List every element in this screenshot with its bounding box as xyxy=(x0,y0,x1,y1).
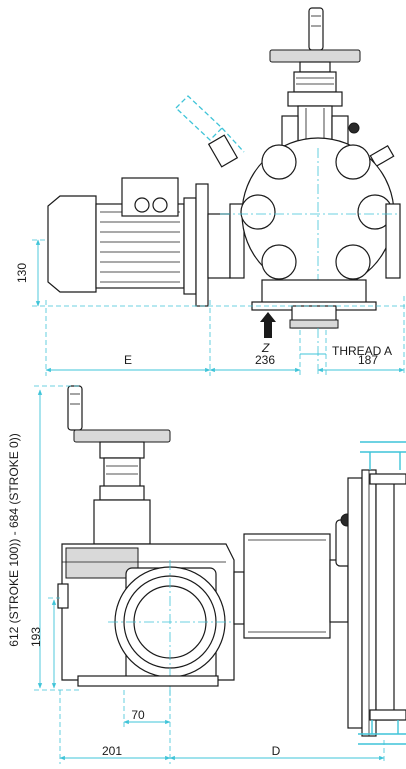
dim-236-label: 236 xyxy=(255,353,275,367)
pipe-connection-cyan xyxy=(358,441,406,745)
pump-head-front xyxy=(233,469,406,737)
motor-body xyxy=(47,177,231,307)
front-view: 612 (STROKE 100)) - 684 (STROKE 0)) 193 … xyxy=(7,385,406,764)
top-view: Z 130 E 236 THREAD A 187 xyxy=(15,7,406,376)
dim-193-label: 193 xyxy=(29,627,43,647)
lever-arm xyxy=(207,134,239,168)
dim-130-label: 130 xyxy=(15,263,29,283)
pump-housing xyxy=(220,137,401,291)
view-z-label: Z xyxy=(261,341,270,355)
view-z-arrow: Z xyxy=(260,312,276,355)
front-dimensions xyxy=(34,385,385,764)
handwheel-top xyxy=(269,7,361,155)
dim-stroke-label: 612 (STROKE 100)) - 684 (STROKE 0)) xyxy=(7,433,21,646)
thread-a-label: THREAD A xyxy=(332,344,392,358)
dim-201-label: 201 xyxy=(102,744,122,758)
top-dimensions xyxy=(32,239,406,376)
side-knob xyxy=(369,144,395,168)
dim-e-label: E xyxy=(124,353,132,367)
gear-housing xyxy=(57,543,235,704)
lever-outline-dashed xyxy=(175,95,245,153)
dim-d-label: D xyxy=(272,744,281,758)
handwheel-front xyxy=(67,385,171,545)
dim-70-label: 70 xyxy=(131,708,145,722)
dim-187-label: 187 xyxy=(358,353,378,367)
